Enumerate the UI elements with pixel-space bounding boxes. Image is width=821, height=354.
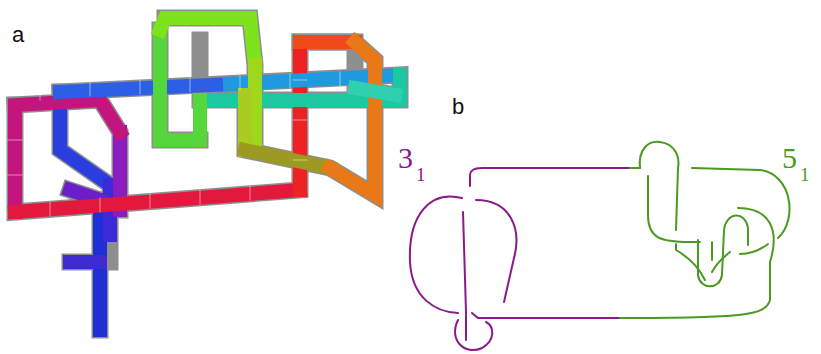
knot-subscript: 1 [416,165,426,184]
panel-letter: b [452,96,464,118]
knot-name: 3 [398,143,413,173]
knot-name: 5 [782,143,797,173]
knot-subscript: 1 [800,165,810,184]
panel-letter: a [12,24,24,46]
